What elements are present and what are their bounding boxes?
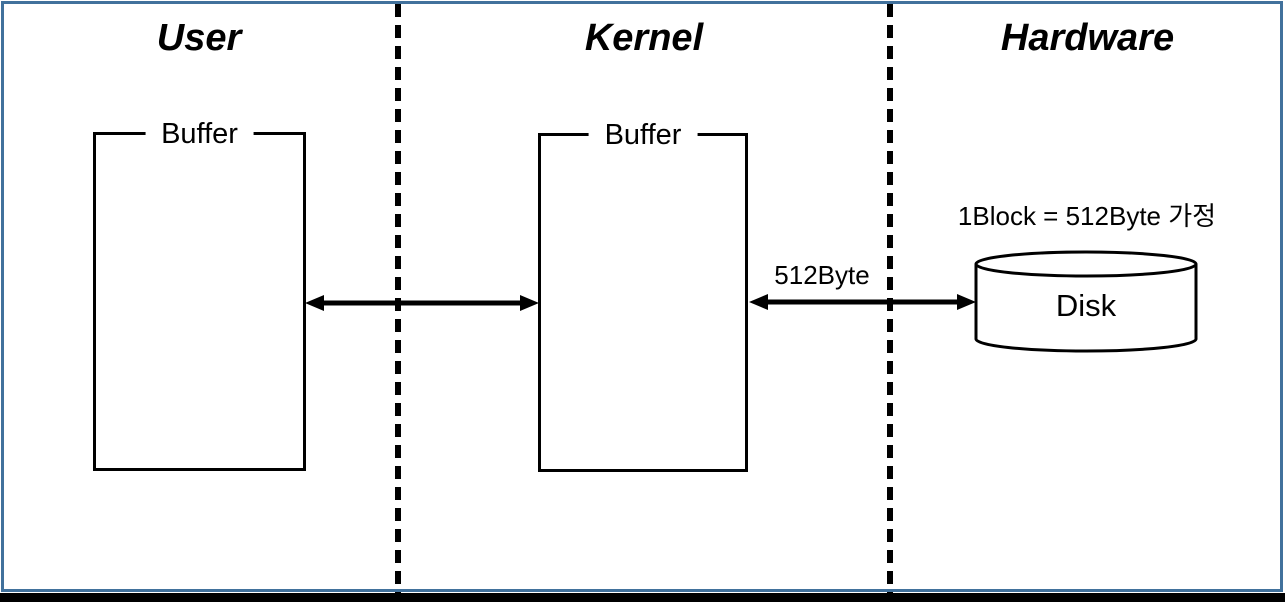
kernel-buffer-box: Buffer [538, 117, 748, 472]
bottom-divider-bar [0, 593, 1285, 602]
kernel-disk-double-arrow-icon [749, 294, 976, 310]
transfer-size-label: 512Byte [774, 260, 870, 290]
disk-label: Disk [1055, 288, 1117, 323]
disk-cylinder-icon [974, 250, 1198, 353]
section-title-kernel: Kernel [584, 17, 704, 59]
section-title-user: User [156, 17, 242, 59]
section-title-hardware: Hardware [1000, 17, 1175, 59]
user-buffer-box: Buffer [93, 116, 306, 471]
kernel-buffer-label: Buffer [588, 117, 698, 152]
user-kernel-double-arrow-icon [305, 295, 539, 311]
user-kernel-divider-line [395, 4, 401, 593]
outer-frame [1, 1, 1283, 592]
block-size-assumption-note: 1Block = 512Byte 가정 [957, 201, 1217, 231]
kernel-hardware-divider-line [887, 4, 893, 593]
user-buffer-label: Buffer [145, 116, 254, 151]
